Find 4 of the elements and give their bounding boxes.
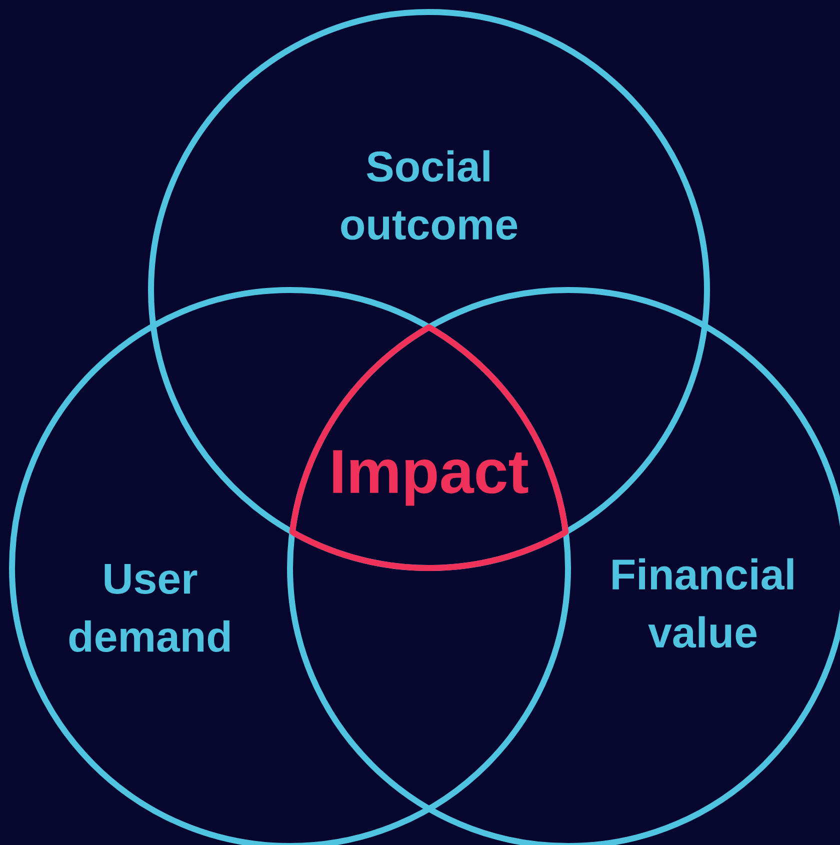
- intersection-label: Impact: [333, 450, 528, 506]
- circle-label: User demand: [69, 564, 230, 652]
- circle-label: Social outcome: [341, 150, 518, 240]
- circle-label: Financial value: [612, 558, 794, 648]
